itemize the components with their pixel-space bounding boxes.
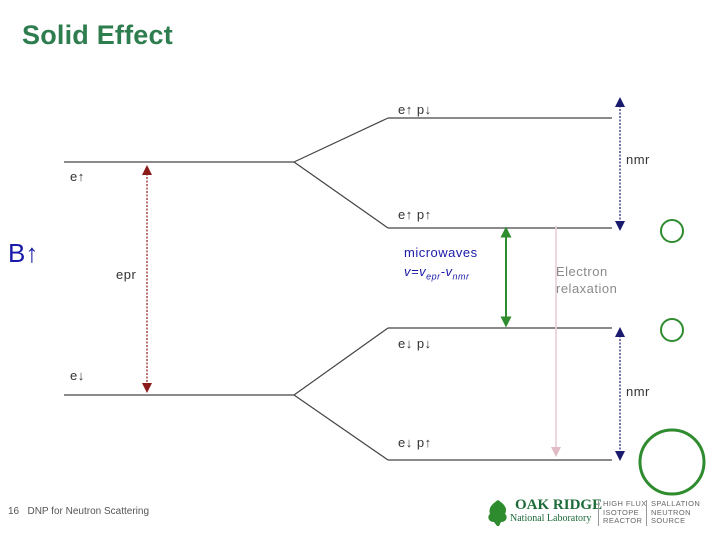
frequency-v: v=v — [404, 264, 427, 279]
ornl-logo — [484, 496, 714, 530]
level-label-e-up-p-up: e↑ p↑ — [398, 207, 432, 222]
sns-line-3: SOURCE — [651, 516, 686, 525]
epr-label: epr — [116, 267, 137, 282]
hfir-line-1: HIGH FLUX — [603, 499, 647, 508]
relaxation-label-line2: relaxation — [556, 281, 618, 296]
frequency-minus: -v — [440, 264, 453, 279]
oak-leaf-icon — [488, 500, 507, 526]
population-circle-3 — [638, 428, 706, 496]
logo-name-line2: National Laboratory — [510, 513, 592, 524]
microwaves-label: microwaves — [404, 245, 478, 260]
slide-title: Solid Effect — [22, 20, 173, 50]
footer-text: DNP for Neutron Scattering — [27, 506, 150, 517]
level-label-e-up: e↑ — [70, 169, 85, 184]
page-number: 16 — [8, 506, 20, 517]
logo-divider-1 — [598, 500, 599, 526]
relaxation-label: Electron relaxation — [556, 263, 617, 297]
magnetic-field-label: B↑ — [8, 238, 39, 268]
level-label-e-up-p-down: e↑ p↓ — [398, 102, 432, 117]
sns-line-2: NEUTRON — [651, 507, 691, 517]
logo-name-line1: OAK RIDGE — [515, 497, 603, 513]
hfir-label: HIGH FLUX ISOTOPE REACTOR — [603, 499, 647, 526]
hfir-line-3: REACTOR — [603, 516, 643, 525]
level-label-e-down-p-down: e↓ p↓ — [398, 336, 432, 351]
frequency-sub-nmr: nmr — [452, 271, 470, 282]
relaxation-label-line1: Electron — [556, 264, 608, 279]
frequency-sub-epr: epr — [426, 271, 441, 282]
nmr-label-top: nmr — [626, 152, 650, 167]
population-circle-2 — [660, 318, 684, 342]
population-circle-1 — [660, 219, 684, 243]
slide-footer: 16 DNP for Neutron Scattering — [8, 506, 149, 517]
level-label-e-down-p-up: e↓ p↑ — [398, 435, 432, 450]
hfir-line-2: ISOTOPE — [603, 507, 640, 517]
nmr-label-bottom: nmr — [626, 384, 650, 399]
frequency-condition: v=vepr-vnmr — [404, 264, 469, 282]
sns-label: SPALLATION NEUTRON SOURCE — [651, 499, 701, 526]
sns-line-1: SPALLATION — [651, 499, 701, 508]
level-label-e-down: e↓ — [70, 368, 85, 383]
logo-divider-2 — [646, 500, 647, 526]
lower-electron-levels — [64, 327, 612, 461]
upper-electron-levels — [64, 117, 612, 229]
